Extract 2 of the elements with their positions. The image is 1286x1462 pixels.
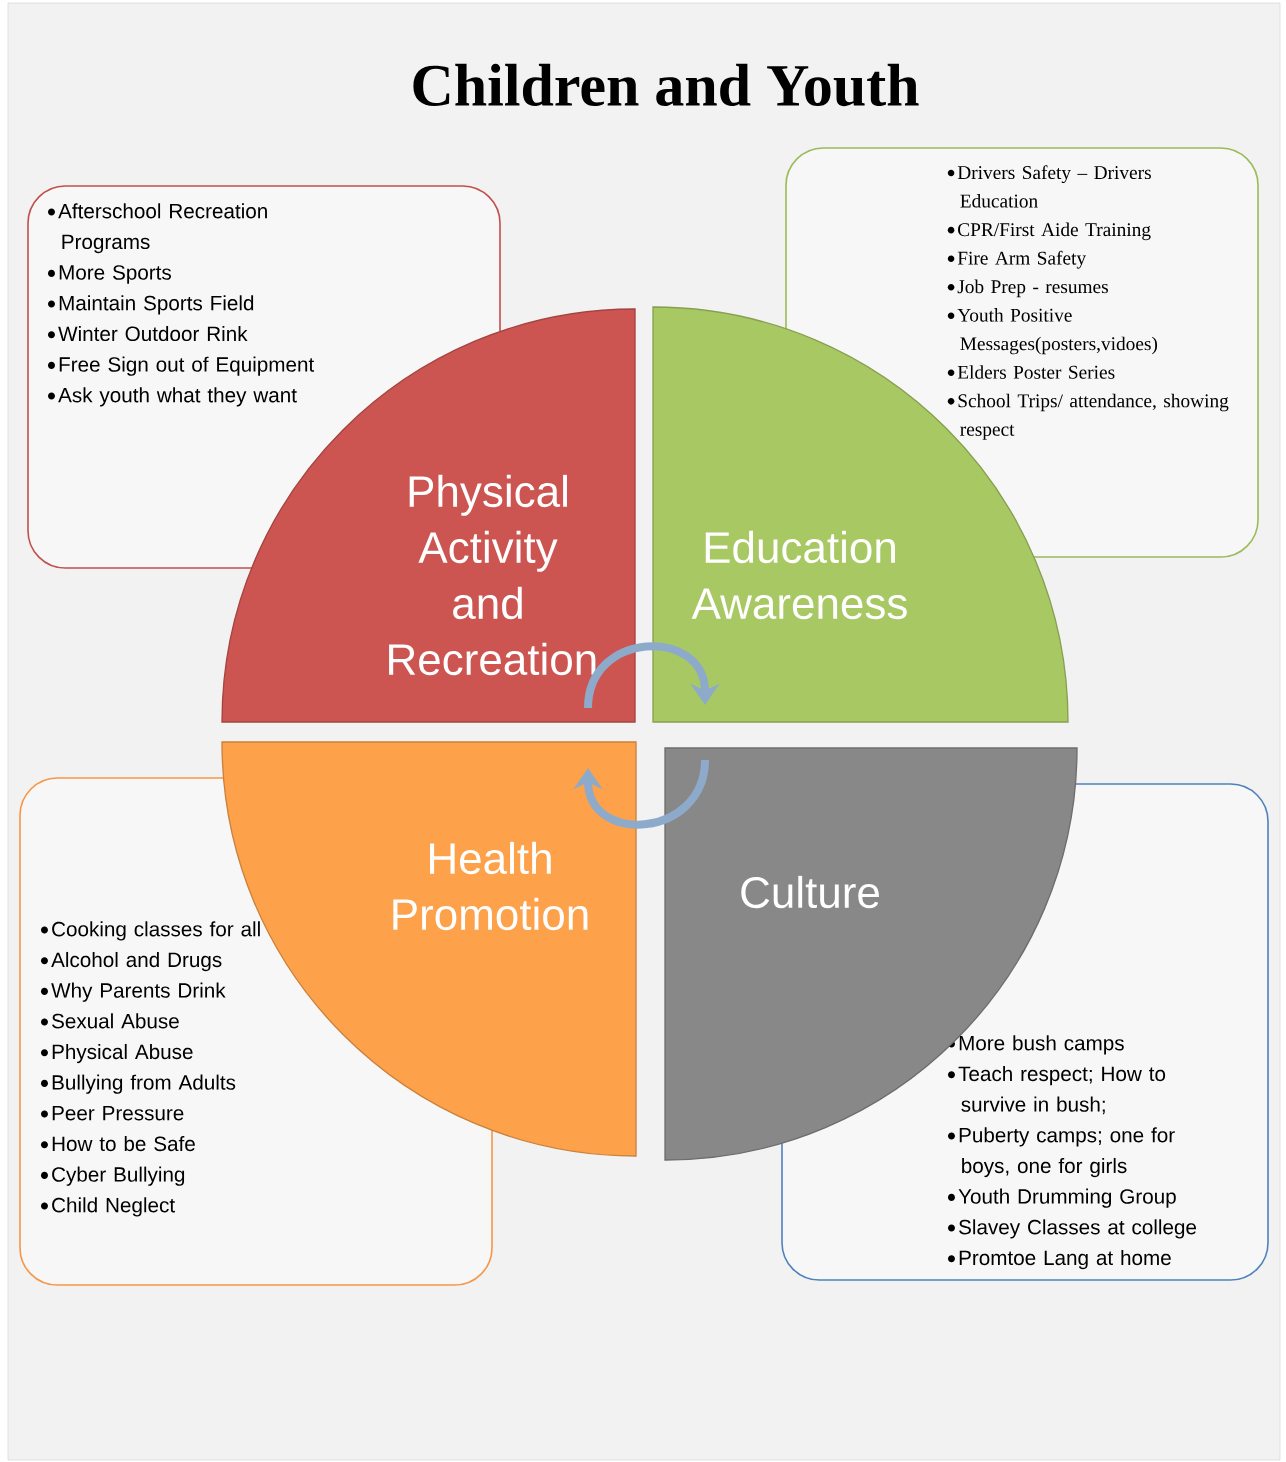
curved-arrow — [573, 759, 709, 829]
title: Children and Youth — [413, 63, 919, 107]
